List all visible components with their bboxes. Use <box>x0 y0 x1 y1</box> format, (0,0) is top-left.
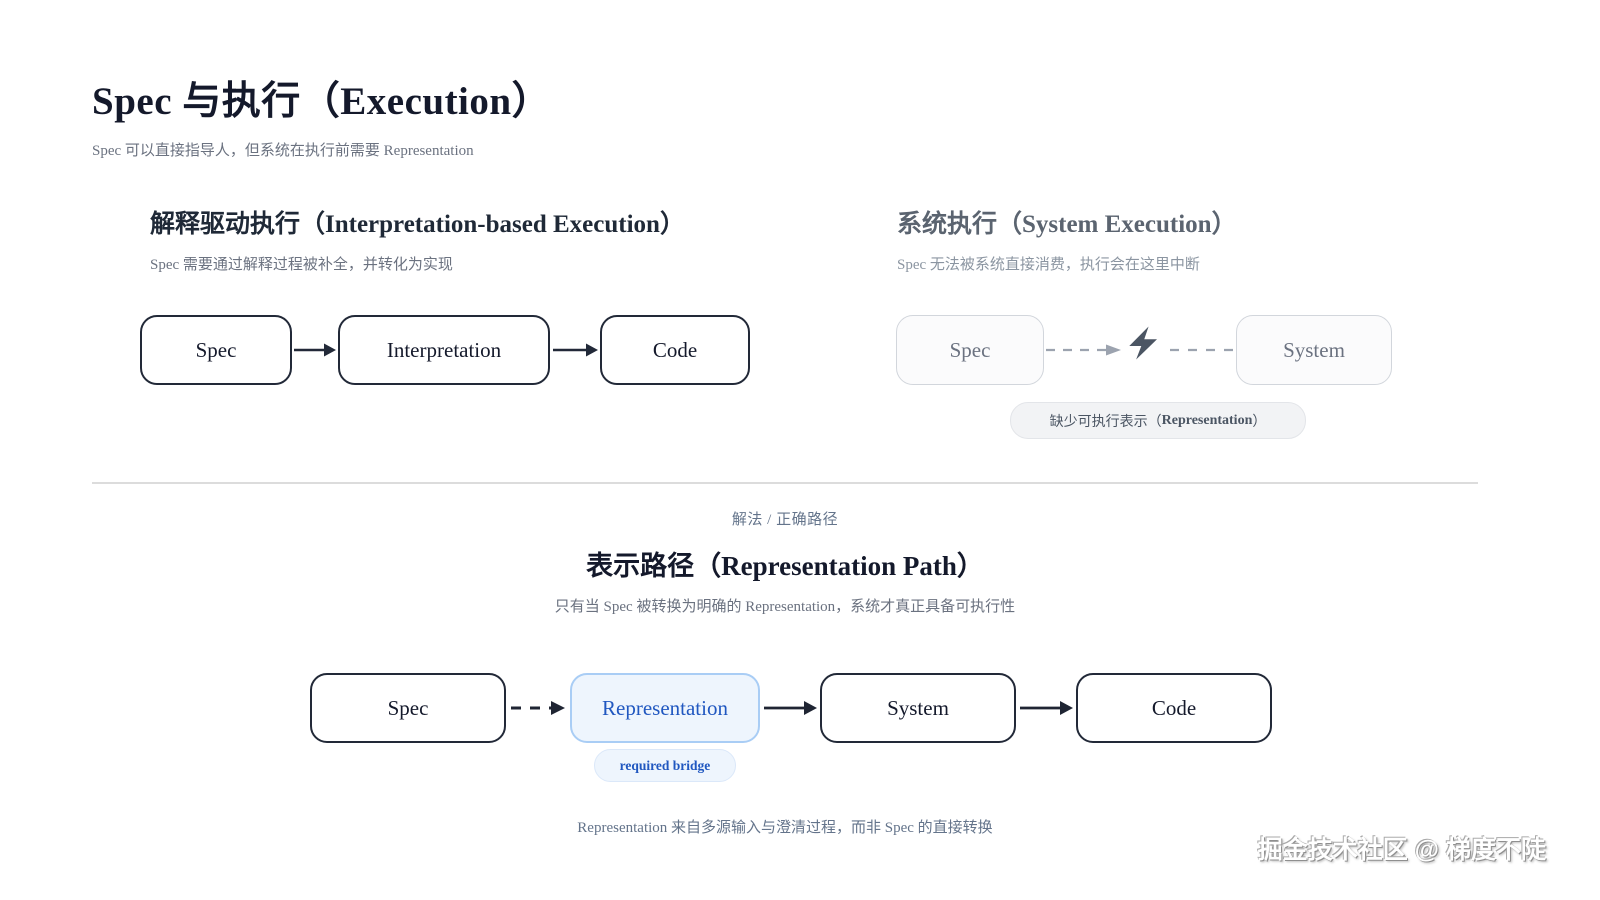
dashed-arrow-right-icon <box>1044 340 1126 360</box>
system-flow: Spec System <box>896 315 1392 385</box>
break-badge-emphasis: Representation <box>1161 412 1253 428</box>
break-badge-suffix: ） <box>1252 414 1267 430</box>
interpretation-section-header: 解释驱动执行（Interpretation-based Execution） S… <box>150 204 685 274</box>
node-code: Code <box>1076 673 1272 743</box>
arrow-right-icon <box>292 340 338 360</box>
interpretation-flow: Spec Interpretation Code <box>140 315 750 385</box>
arrow-right-icon <box>760 697 820 719</box>
interpretation-section-title: 解释驱动执行（Interpretation-based Execution） <box>150 211 685 238</box>
system-section-header: 系统执行（System Execution） Spec 无法被系统直接消费，执行… <box>897 204 1237 274</box>
node-spec: Spec <box>140 315 292 385</box>
required-bridge-badge: required bridge <box>594 749 736 782</box>
dashed-line-icon <box>1164 340 1236 360</box>
node-representation: Representation <box>570 673 760 743</box>
representation-flow: Spec Representation System Code <box>310 673 1272 743</box>
break-badge-prefix: 缺少可执行表示（ <box>1049 414 1162 430</box>
solution-subtitle: 只有当 Spec 被转换为明确的 Representation，系统才真正具备可… <box>554 599 1016 615</box>
page-subtitle: Spec 可以直接指导人，但系统在执行前需要 Representation <box>92 143 474 159</box>
page-header: Spec 与执行（Execution） Spec 可以直接指导人，但系统在执行前… <box>92 70 551 160</box>
representation-footnote: Representation 来自多源输入与澄清过程，而非 Spec 的直接转换 <box>577 820 993 836</box>
missing-representation-badge: 缺少可执行表示（Representation） <box>1010 402 1306 439</box>
node-spec-muted: Spec <box>896 315 1044 385</box>
node-system: System <box>820 673 1016 743</box>
watermark: 掘金技术社区 @ 梯度不陡 <box>1257 836 1546 864</box>
node-interpretation: Interpretation <box>338 315 550 385</box>
node-system-muted: System <box>1236 315 1392 385</box>
section-divider <box>92 482 1478 484</box>
dashed-arrow-right-icon <box>506 697 570 719</box>
system-section-subtitle: Spec 无法被系统直接消费，执行会在这里中断 <box>897 257 1200 273</box>
solution-title: 表示路径（Representation Path） <box>586 551 984 581</box>
arrow-right-icon <box>1016 697 1076 719</box>
page-title: Spec 与执行（Execution） <box>92 80 552 123</box>
system-section-title: 系统执行（System Execution） <box>897 211 1237 238</box>
arrow-right-icon <box>550 340 600 360</box>
interpretation-section-subtitle: Spec 需要通过解释过程被补全，并转化为实现 <box>150 257 453 273</box>
lightning-break-icon <box>1126 324 1164 362</box>
node-spec: Spec <box>310 673 506 743</box>
solution-kicker: 解法 / 正确路径 <box>731 512 839 528</box>
node-code: Code <box>600 315 750 385</box>
